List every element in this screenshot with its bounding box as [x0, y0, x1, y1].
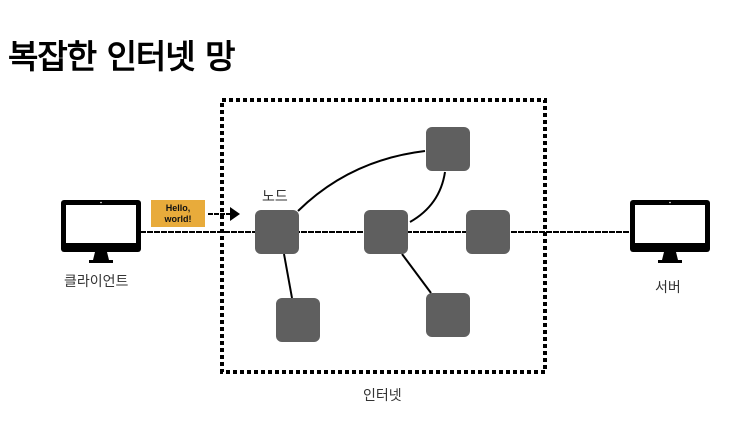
link-node4-node6 — [401, 253, 432, 294]
link-node1-node3 — [283, 253, 293, 299]
server-monitor-icon — [630, 200, 710, 263]
message-packet: Hello, world! — [151, 200, 205, 227]
message-line1: Hello, — [165, 203, 191, 213]
internet-label: 인터넷 — [363, 388, 402, 404]
link-node1-node2 — [297, 150, 426, 212]
node-6 — [426, 293, 470, 337]
server-label: 서버 — [655, 280, 681, 296]
node-1 — [255, 210, 299, 254]
node-4 — [364, 210, 408, 254]
page-title: 복잡한 인터넷 망 — [8, 37, 235, 76]
client-label: 클라이언트 — [64, 274, 129, 290]
client-monitor-icon — [61, 200, 141, 263]
node-2 — [426, 127, 470, 171]
message-line2: world! — [164, 214, 192, 224]
link-node2-node4 — [409, 171, 446, 223]
arrow-head-icon — [230, 207, 240, 221]
node-5 — [466, 210, 510, 254]
node-3 — [276, 298, 320, 342]
internet-boundary — [220, 98, 547, 374]
node-label: 노드 — [262, 189, 288, 205]
